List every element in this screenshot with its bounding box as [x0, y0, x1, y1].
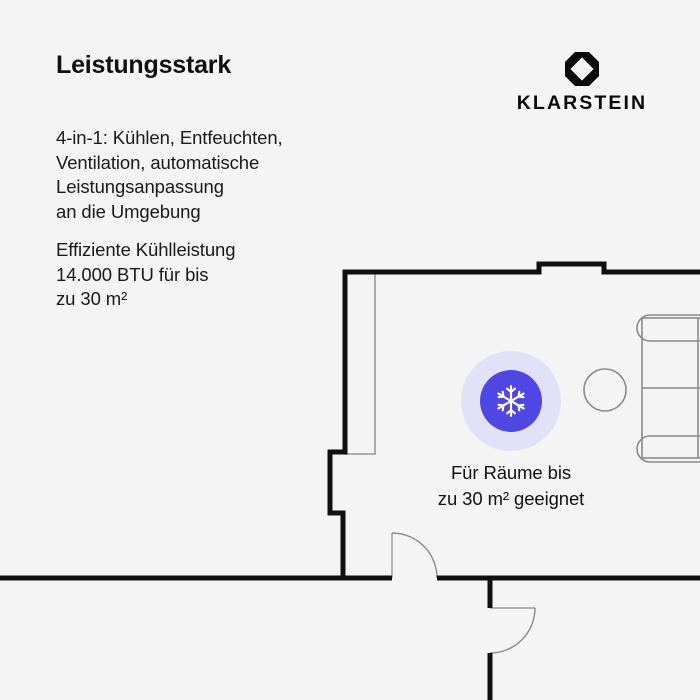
cooling-badge-core	[480, 370, 542, 432]
round-table	[583, 368, 627, 412]
exterior-wall	[0, 261, 700, 700]
capacity-line-1: Effiziente Kühlleistung	[56, 239, 236, 260]
door-swing-top	[391, 532, 438, 579]
page-title: Leistungsstark	[56, 51, 232, 79]
brand-logo: KLARSTEIN	[512, 52, 652, 114]
features-line-3: Leistungsanpassung	[56, 176, 224, 197]
features-line-4: an die Umgebung	[56, 200, 201, 222]
capacity-line-3: zu 30 m²	[56, 288, 128, 309]
door-swing-bottom	[489, 607, 536, 654]
badge-caption: Für Räume bis zu 30 m² geeignet	[406, 460, 616, 512]
octagon-diamond-logo	[565, 52, 599, 86]
badge-caption-line-2: zu 30 m² geeignet	[437, 488, 585, 509]
badge-caption-line-1: Für Räume bis	[450, 462, 572, 483]
cooling-badge	[461, 351, 561, 451]
window-closet	[344, 271, 376, 455]
features-line-2: Ventilation, automatische	[56, 151, 260, 173]
brand-name: KLARSTEIN	[516, 92, 648, 114]
features-paragraph: 4-in-1: Kühlen, Entfeuchten, Ventilation…	[56, 126, 283, 224]
features-line-1: 4-in-1: Kühlen, Entfeuchten,	[56, 127, 283, 148]
bed	[636, 314, 700, 463]
snowflake-icon	[497, 385, 525, 417]
capacity-paragraph: Effiziente Kühlleistung 14.000 BTU für b…	[56, 238, 236, 312]
capacity-line-2: 14.000 BTU für bis	[56, 263, 209, 285]
